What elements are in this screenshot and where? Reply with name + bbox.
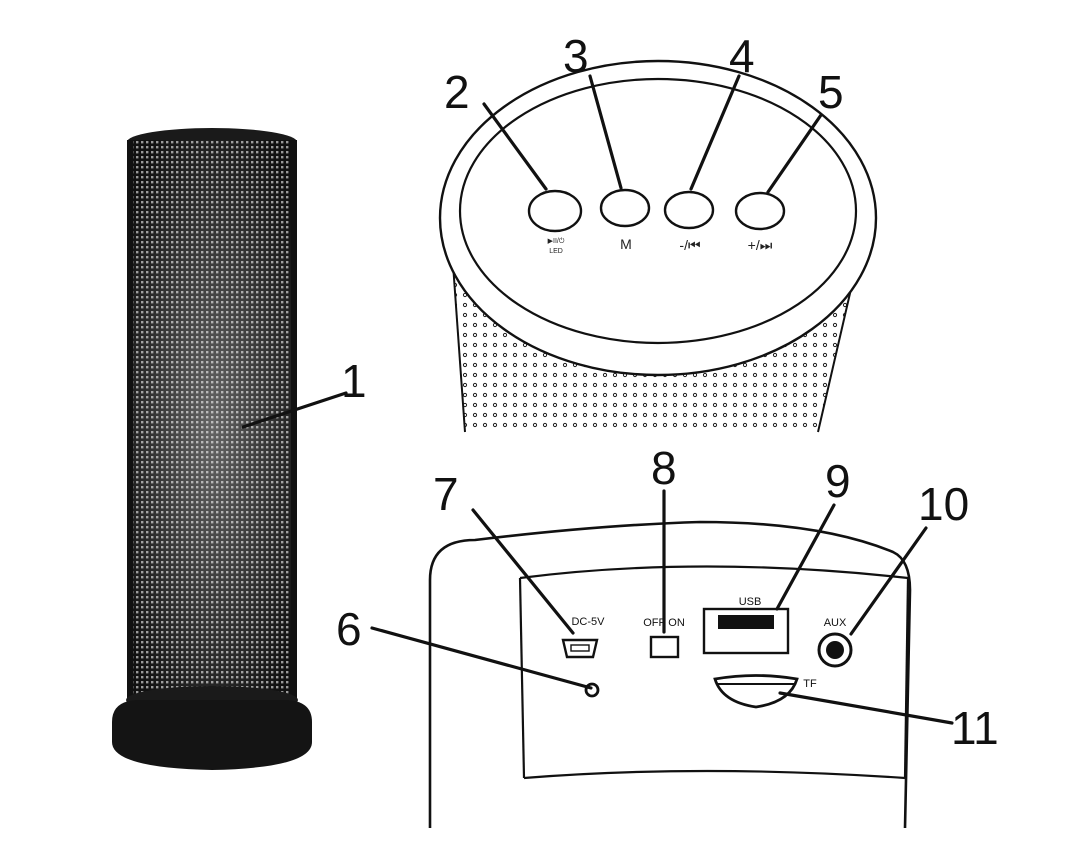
- callout-5: 5: [818, 66, 844, 118]
- callout-3: 3: [563, 30, 589, 82]
- usb-label: USB: [739, 596, 762, 608]
- volume-up-next-button[interactable]: [734, 191, 786, 231]
- callout-numbers: 1 2 3 4 5 6 7 8 9 10 11: [336, 30, 999, 754]
- dc-label: DC-5V: [571, 616, 605, 628]
- callout-10: 10: [918, 478, 969, 530]
- callout-7: 7: [433, 468, 459, 520]
- port-panel: DC-5V OFF ON USB AUX TF: [428, 520, 912, 829]
- dc-charging-port[interactable]: [561, 638, 599, 659]
- callout-8: 8: [651, 442, 677, 494]
- callout-lines: [241, 74, 954, 725]
- volume-down-previous-button[interactable]: [663, 190, 715, 230]
- power-switch[interactable]: [649, 635, 680, 659]
- callout-4: 4: [729, 30, 755, 82]
- play-pause-led-button[interactable]: [527, 189, 583, 233]
- callout-11: 11: [951, 702, 999, 754]
- vol-down-label: -/⏮: [679, 237, 700, 253]
- speaker-body: [112, 128, 312, 770]
- control-panel: ▶II/⏻ LED M -/⏮ +/⏭: [438, 59, 878, 433]
- callout-1: 1: [341, 355, 367, 407]
- play-led-label-bottom: LED: [549, 248, 563, 255]
- tf-card-slot[interactable]: [713, 674, 799, 709]
- callout-6: 6: [336, 603, 362, 655]
- play-led-label-top: ▶II/⏻: [548, 237, 565, 245]
- aux-jack[interactable]: [817, 632, 853, 668]
- tf-label: TF: [803, 678, 817, 690]
- callout-9: 9: [825, 455, 851, 507]
- usb-port[interactable]: [702, 607, 790, 655]
- mode-label: M: [620, 236, 632, 252]
- callout-2: 2: [444, 66, 470, 118]
- vol-up-label: +/⏭: [748, 237, 773, 253]
- mode-button[interactable]: [599, 188, 651, 228]
- aux-label: AUX: [824, 617, 847, 629]
